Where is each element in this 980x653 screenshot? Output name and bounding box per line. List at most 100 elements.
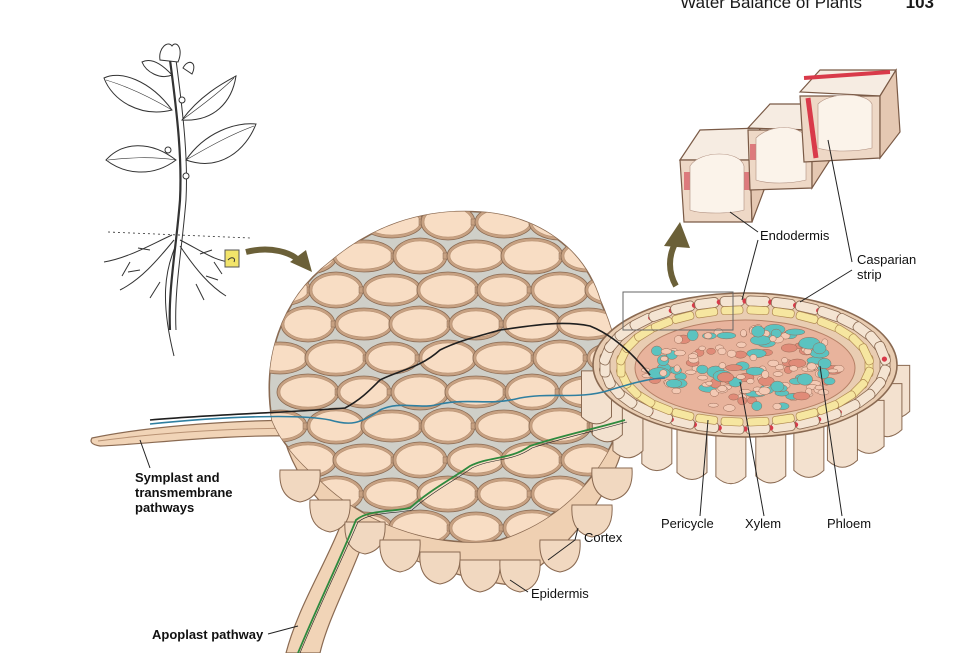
parenchyma-cell — [736, 341, 747, 348]
xylem-cell — [716, 332, 737, 340]
parenchyma-cell — [660, 348, 672, 355]
phloem-cell — [737, 396, 747, 406]
xylem-cell — [665, 379, 683, 389]
label-xylem: Xylem — [745, 516, 781, 531]
parenchyma-cell — [717, 385, 728, 392]
label-leaders — [139, 139, 853, 635]
cortex-cell — [451, 514, 501, 542]
casparian-strip-mark — [881, 356, 888, 362]
plasmodesma — [583, 559, 591, 565]
phloem-cell — [717, 372, 734, 383]
cortex-cell — [395, 240, 445, 272]
parenchyma-cell — [740, 329, 747, 338]
xylem-cell — [686, 329, 699, 341]
cortex-cell — [503, 444, 561, 476]
epidermis-cell — [499, 559, 541, 593]
label-cortex: Cortex — [584, 530, 623, 545]
plasmodesma — [610, 252, 620, 260]
parenchyma-cell — [673, 364, 681, 373]
plasmodesma — [363, 559, 371, 565]
parenchyma-cell — [806, 362, 817, 371]
parenchyma-cell — [718, 362, 727, 369]
phloem-cell — [792, 391, 811, 401]
cortex-cell — [269, 344, 307, 372]
parenchyma-cell — [767, 359, 780, 367]
xylem-cell — [812, 342, 827, 355]
stele-outer-cell — [676, 425, 708, 480]
water-pathways — [149, 322, 666, 653]
cortex-cell — [365, 480, 419, 508]
label-apoplast-pathway: Apoplast pathway — [152, 627, 264, 642]
xylem-cell — [751, 325, 765, 338]
cortex-cell-wall — [614, 237, 623, 275]
phloem-cell — [780, 343, 798, 353]
parenchyma-cell — [705, 380, 713, 386]
cortex-cell — [535, 342, 585, 374]
pericycle-cell — [795, 408, 819, 421]
pericycle-cell — [771, 413, 795, 425]
zoom-arrow-icon — [245, 246, 312, 272]
epidermis-cell — [279, 469, 321, 503]
parenchyma-cell — [746, 378, 755, 385]
epidermis-cell — [344, 521, 386, 555]
cortex-cell — [335, 446, 393, 474]
cortex-cell — [337, 310, 391, 338]
phloem-cell — [706, 347, 716, 355]
cortex-cell — [395, 444, 445, 476]
parenchyma-cell — [674, 335, 683, 344]
pericycle-cell — [746, 305, 770, 316]
cortex-cell — [309, 211, 363, 238]
plasmodesma — [360, 218, 370, 226]
endodermis-cells-detail — [678, 68, 901, 223]
parenchyma-cell — [772, 371, 784, 377]
cortex-cell — [479, 276, 529, 304]
parenchyma-cell — [659, 369, 668, 377]
cortex-cell — [279, 376, 337, 408]
xylem-phloem-cells — [640, 324, 845, 412]
stele-outer-cell — [826, 413, 858, 468]
cortex-cell — [507, 376, 557, 408]
xylem-cell — [651, 345, 663, 357]
parenchyma-cell — [749, 354, 758, 362]
label-phloem: Phloem — [827, 516, 871, 531]
cortex-cell — [283, 308, 333, 340]
epidermis-cells — [279, 467, 633, 593]
parenchyma-cell — [814, 385, 823, 391]
pericycle-cell — [671, 311, 695, 324]
cortex-cell-wall — [251, 546, 309, 578]
plant-leaf — [181, 75, 237, 121]
diagram-labels: Endodermis Casparian strip Symplast and … — [135, 228, 916, 642]
cortex-cell — [563, 242, 613, 270]
cortex-cell — [339, 378, 389, 406]
cortex-cell — [479, 480, 529, 508]
epidermis-cell — [539, 539, 581, 573]
stele-outer-cell — [793, 423, 825, 478]
xylem-cell — [797, 373, 813, 386]
cortex-cell-wall — [528, 211, 592, 241]
cortex-cell-wall — [587, 546, 645, 578]
plasmodesma — [641, 559, 649, 565]
xylem-cell — [823, 377, 836, 386]
parenchyma-cell — [736, 374, 746, 380]
plasmodesma — [639, 219, 647, 225]
parenchyma-cell — [685, 369, 697, 375]
vascular-cylinder — [580, 292, 911, 485]
epidermis-cell — [571, 504, 613, 538]
cortex-cell — [393, 376, 447, 408]
phloem-cell — [734, 350, 747, 359]
whole-plant-illustration — [103, 43, 257, 357]
symplast-pathway-line — [149, 322, 651, 421]
parenchyma-cell — [781, 357, 788, 364]
epidermis-cell — [419, 551, 461, 585]
parenchyma-cell — [717, 347, 727, 356]
cortex-cell — [363, 412, 421, 440]
parenchyma-cell — [827, 368, 839, 374]
cortex-cell — [449, 446, 503, 474]
parenchyma-cell — [769, 335, 777, 342]
parenchyma-cell — [723, 404, 736, 412]
cortex-cell — [309, 410, 363, 442]
label-epidermis: Epidermis — [531, 586, 589, 601]
pericycle-cell — [746, 416, 770, 427]
stele-outer-cell — [715, 430, 747, 485]
